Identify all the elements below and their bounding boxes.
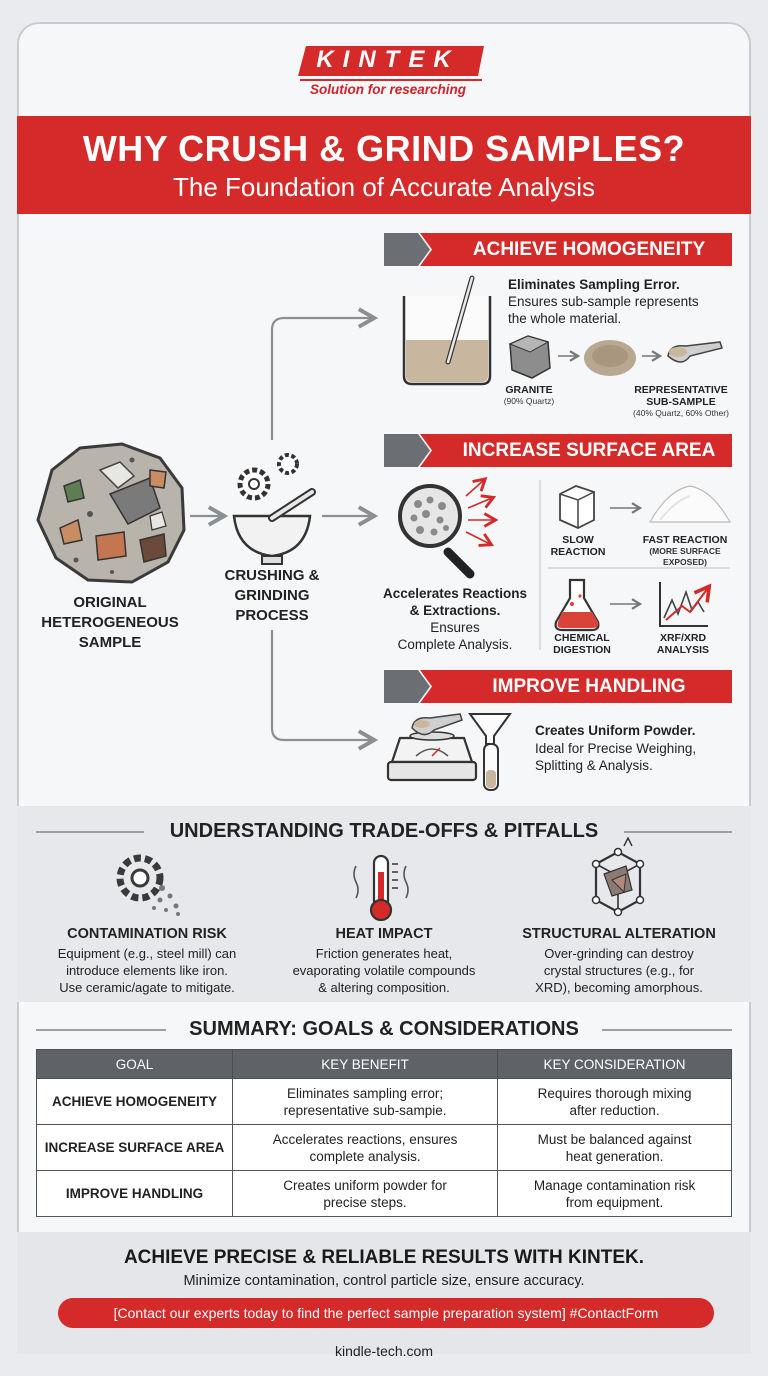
table-header-consideration: KEY CONSIDERATION bbox=[497, 1049, 732, 1079]
sugar-cube-icon bbox=[559, 485, 595, 529]
rule-right bbox=[624, 831, 732, 833]
table-header-benefit: KEY BENEFIT bbox=[231, 1049, 499, 1079]
table-row: ACHIEVE HOMOGENEITY Eliminates sampling … bbox=[36, 1078, 732, 1125]
surface-body: Ensures Complete Analysis. bbox=[397, 620, 513, 652]
title-banner: WHY CRUSH & GRIND SAMPLES? The Foundatio… bbox=[17, 116, 751, 214]
section-header-shapes bbox=[384, 233, 732, 703]
table-cell-consideration: Requires thorough mixing after reduction… bbox=[497, 1078, 732, 1125]
table-header-goal: GOAL bbox=[36, 1049, 233, 1079]
beaker-icon bbox=[402, 275, 492, 386]
fast-reaction-label: FAST REACTION bbox=[642, 534, 728, 546]
logo-tagline: Solution for researching bbox=[309, 82, 467, 97]
handling-body: Ideal for Precise Weighing, Splitting & … bbox=[535, 741, 697, 773]
rock-sample-icon bbox=[36, 442, 186, 584]
rule-left bbox=[36, 1029, 166, 1031]
tradeoff-text-2: Over-grinding can destroy crystal struct… bbox=[535, 946, 703, 995]
fast-reaction-note: (MORE SURFACE EXPOSED) bbox=[649, 546, 721, 567]
tradeoff-title-2: STRUCTURAL ALTERATION bbox=[522, 926, 716, 942]
chemical-digestion-label: CHEMICAL DIGESTION bbox=[553, 632, 611, 656]
page-title: WHY CRUSH & GRIND SAMPLES? bbox=[82, 128, 686, 169]
process-label: CRUSHING & GRINDING PROCESS bbox=[224, 567, 320, 624]
tradeoff-text-1: Friction generates heat, evaporating vol… bbox=[292, 946, 476, 995]
homogeneity-lead: Eliminates Sampling Error. bbox=[508, 277, 680, 292]
kintek-logo-badge: KINTEK bbox=[294, 42, 482, 78]
fine-powder-icon bbox=[648, 485, 732, 523]
cta-subtitle: Minimize contamination, control particle… bbox=[183, 1273, 585, 1289]
tradeoff-text-0: Equipment (e.g., steel mill) can introdu… bbox=[57, 946, 237, 995]
scale-scoop-funnel-icon bbox=[386, 713, 512, 791]
table-cell-goal: INCREASE SURFACE AREA bbox=[36, 1124, 233, 1171]
granite-label: GRANITE bbox=[505, 384, 553, 396]
representative-label: REPRESENTATIVE SUB-SAMPLE bbox=[634, 384, 728, 408]
table-cell-goal: IMPROVE HANDLING bbox=[36, 1170, 233, 1217]
handling-lead: Creates Uniform Powder. bbox=[535, 723, 696, 738]
logo-text: KINTEK bbox=[316, 46, 460, 73]
tradeoff-title-0: CONTAMINATION RISK bbox=[67, 926, 227, 942]
rule-right bbox=[602, 1029, 732, 1031]
cta-title: ACHIEVE PRECISE & RELIABLE RESULTS WITH … bbox=[123, 1247, 645, 1268]
flask-icon bbox=[554, 578, 600, 632]
summary-title: SUMMARY: GOALS & CONSIDERATIONS bbox=[189, 1018, 579, 1040]
table-header-row: GOAL KEY BENEFIT KEY CONSIDERATION bbox=[36, 1049, 732, 1079]
page-subtitle: The Foundation of Accurate Analysis bbox=[172, 172, 596, 202]
handling-header: IMPROVE HANDLING bbox=[384, 670, 732, 703]
xrf-chart-icon bbox=[659, 582, 712, 627]
granite-to-subsample-icon bbox=[508, 335, 723, 379]
table-row: INCREASE SURFACE AREA Accelerates reacti… bbox=[36, 1124, 732, 1171]
footer-panel bbox=[17, 1232, 751, 1354]
magnifier-icon bbox=[398, 477, 499, 579]
table-cell-benefit: Eliminates sampling error; representativ… bbox=[231, 1078, 499, 1125]
slow-reaction-label: SLOW REACTION bbox=[550, 534, 606, 558]
summary-table: GOAL KEY BENEFIT KEY CONSIDERATION ACHIE… bbox=[36, 1049, 732, 1217]
contact-form-button[interactable]: [Contact our experts today to find the p… bbox=[58, 1298, 714, 1328]
tradeoff-title-1: HEAT IMPACT bbox=[335, 926, 433, 942]
table-row: IMPROVE HANDLING Creates uniform powder … bbox=[36, 1170, 732, 1217]
table-cell-benefit: Creates uniform powder for precise steps… bbox=[231, 1170, 499, 1217]
table-cell-consideration: Manage contamination risk from equipment… bbox=[497, 1170, 732, 1217]
homogeneity-body: Ensures sub-sample represents the whole … bbox=[508, 294, 699, 326]
mortar-pestle-gears-icon bbox=[232, 453, 316, 565]
xrf-xrd-label: XRF/XRD ANALYSIS bbox=[656, 632, 710, 656]
surface-lead: Accelerates Reactions & Extractions. bbox=[382, 586, 528, 618]
representative-note: (40% Quartz, 60% Other) bbox=[633, 408, 729, 418]
surface-area-header-label: INCREASE SURFACE AREA bbox=[462, 440, 716, 461]
table-cell-goal: ACHIEVE HOMOGENEITY bbox=[36, 1078, 233, 1125]
flow-connectors bbox=[190, 307, 379, 751]
table-cell-consideration: Must be balanced against heat generation… bbox=[497, 1124, 732, 1171]
website-link[interactable]: kindle-tech.com bbox=[334, 1343, 434, 1359]
granite-note: (90% Quartz) bbox=[503, 396, 555, 406]
tradeoffs-title: UNDERSTANDING TRADE-OFFS & PITFALLS bbox=[169, 820, 599, 842]
homogeneity-header-label: ACHIEVE HOMOGENEITY bbox=[472, 239, 706, 260]
handling-header-label: IMPROVE HANDLING bbox=[492, 676, 686, 697]
surface-area-header: INCREASE SURFACE AREA bbox=[384, 434, 732, 467]
homogeneity-header: ACHIEVE HOMOGENEITY bbox=[384, 233, 732, 266]
kintek-logo bbox=[298, 46, 484, 81]
rule-left bbox=[36, 831, 144, 833]
table-cell-benefit: Accelerates reactions, ensures complete … bbox=[231, 1124, 499, 1171]
original-sample-label: ORIGINAL HETEROGENEOUS SAMPLE bbox=[41, 594, 179, 651]
